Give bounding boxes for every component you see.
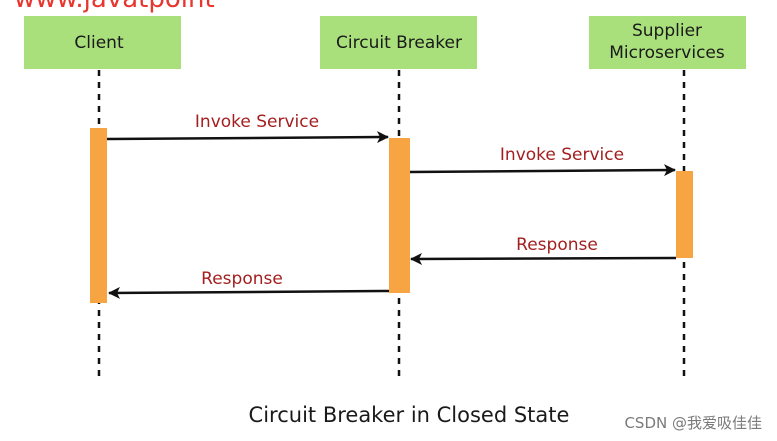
- message-label-response-breaker-to-client: Response: [201, 269, 283, 289]
- actor-client-box: [24, 16, 181, 69]
- message-label-invoke-breaker-to-supplier: Invoke Service: [500, 145, 624, 165]
- actor-supplier: Supplier Microservices: [589, 16, 746, 69]
- actor-circuit-breaker-label: Circuit Breaker: [336, 33, 462, 53]
- actor-client: Client: [24, 16, 181, 69]
- brand-header-text: www.javatpoint: [14, 0, 215, 14]
- actor-supplier-label-line2: Microservices: [609, 43, 725, 63]
- message-label-invoke-client-to-breaker: Invoke Service: [195, 112, 319, 132]
- csdn-watermark: CSDN @我爱吸佳佳: [624, 414, 762, 432]
- actor-circuit-breaker-box: [320, 16, 477, 69]
- message-arrow-response-breaker-to-client: [108, 286, 390, 299]
- message-arrow-invoke-client-to-breaker: [106, 131, 389, 144]
- message-label-response-supplier-to-breaker: Response: [516, 235, 598, 255]
- actor-client-label: Client: [74, 33, 124, 53]
- actor-supplier-box: [589, 16, 746, 69]
- message-arrow-response-supplier-to-breaker: [410, 252, 677, 265]
- actor-circuit-breaker: Circuit Breaker: [320, 16, 477, 69]
- supplier-activation-bar: [676, 171, 693, 258]
- actor-supplier-label-line1: Supplier: [632, 21, 702, 41]
- client-activation-bar: [90, 128, 107, 303]
- message-arrow-invoke-breaker-to-supplier: [409, 164, 676, 177]
- diagram-caption: Circuit Breaker in Closed State: [249, 403, 570, 427]
- circuit-breaker-activation-bar: [389, 138, 410, 293]
